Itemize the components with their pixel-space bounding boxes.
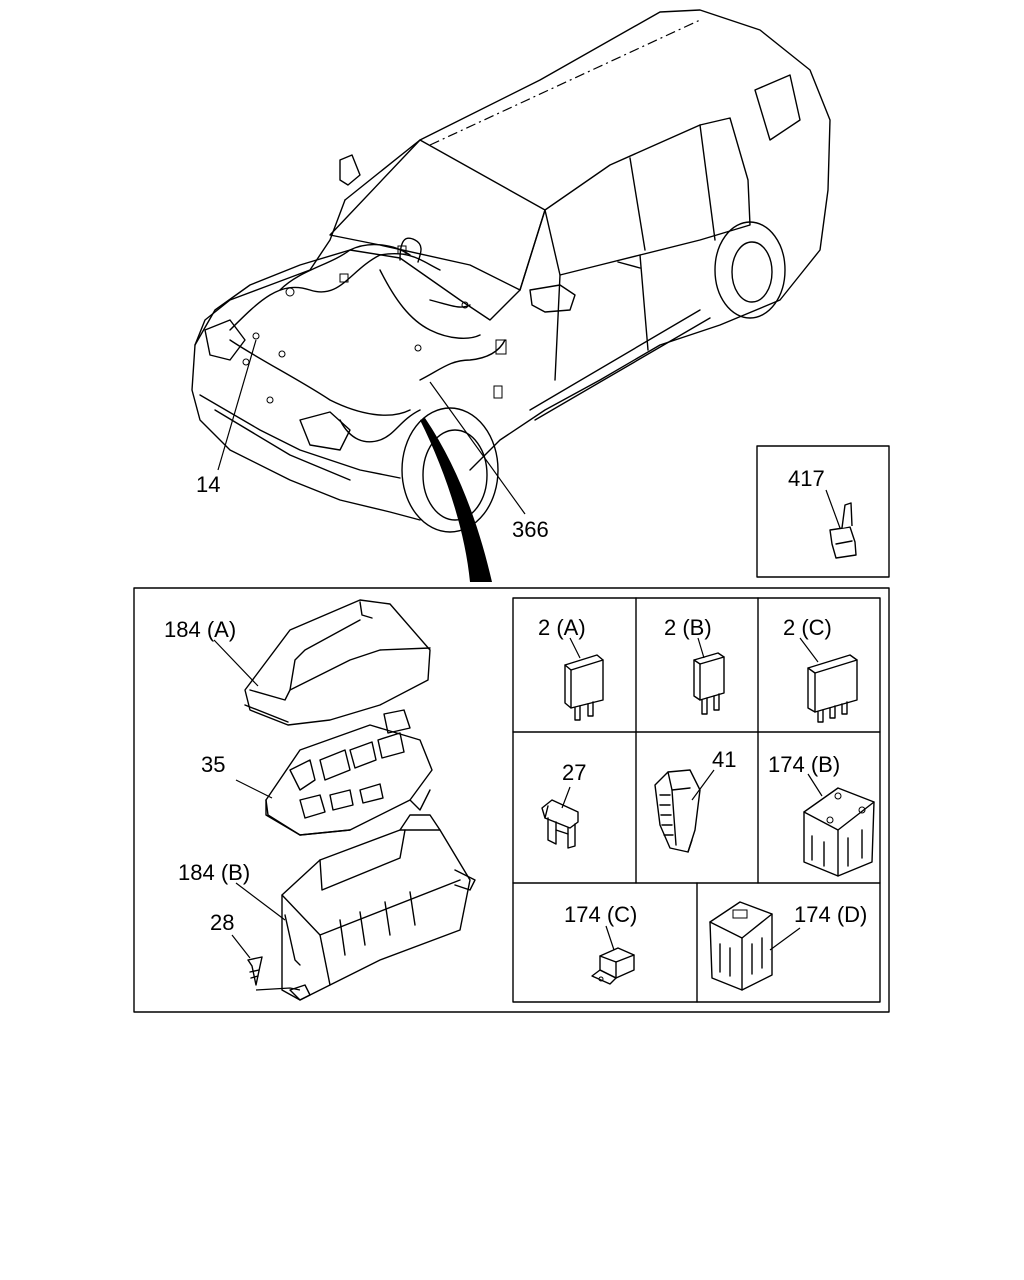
callout-174b: 174 (B) xyxy=(768,752,840,777)
callout-27: 27 xyxy=(562,760,586,785)
callout-184a: 184 (A) xyxy=(164,617,236,642)
fuse-box-case-184b xyxy=(235,814,476,1001)
callout-184b: 184 (B) xyxy=(178,860,250,885)
fuse-27 xyxy=(541,786,579,849)
callout-28: 28 xyxy=(210,910,234,935)
callout-41: 41 xyxy=(712,747,736,772)
fuse-2b xyxy=(693,637,725,715)
callout-174d: 174 (D) xyxy=(794,902,867,927)
fuse-2a xyxy=(564,637,604,721)
leader-line-366 xyxy=(429,381,526,515)
vehicle-illustration xyxy=(191,9,831,533)
callout-174c: 174 (C) xyxy=(564,902,637,927)
fuse-174c xyxy=(591,925,635,985)
fuse-174d xyxy=(709,901,801,991)
callout-417: 417 xyxy=(788,466,825,491)
callout-14: 14 xyxy=(196,472,220,497)
leader-line-14 xyxy=(217,339,257,471)
relay-block-35 xyxy=(235,709,433,836)
fuse-2c xyxy=(799,637,858,723)
fuse-puller-41 xyxy=(654,769,715,853)
fuse-box-cover-184a xyxy=(213,599,431,726)
callout-2a: 2 (A) xyxy=(538,615,586,640)
relay-417-inset xyxy=(756,445,890,578)
detail-pointer-arrow xyxy=(420,418,492,582)
leader-line-417 xyxy=(825,489,841,529)
callout-35: 35 xyxy=(201,752,225,777)
callout-366: 366 xyxy=(512,517,549,542)
callout-2b: 2 (B) xyxy=(664,615,712,640)
screw-28 xyxy=(231,934,301,991)
fuse-174b xyxy=(803,773,875,877)
fuse-grid xyxy=(512,597,881,1003)
callout-2c: 2 (C) xyxy=(783,615,832,640)
fuse-box-detail-frame xyxy=(133,587,890,1013)
